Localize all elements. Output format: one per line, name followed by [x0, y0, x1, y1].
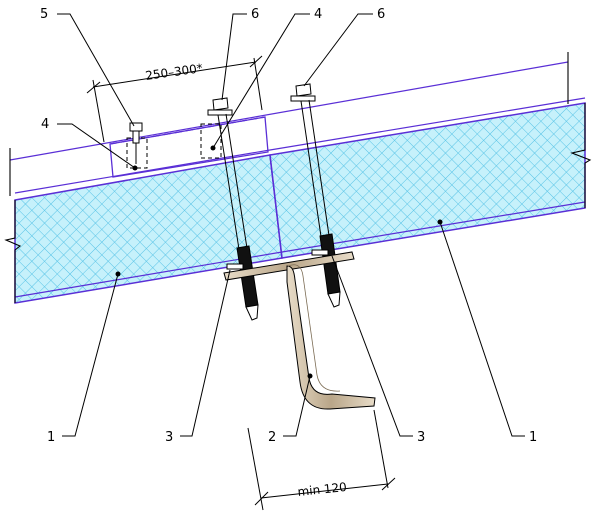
sealing-strips — [226, 249, 329, 270]
callout-6-right: 6 — [377, 7, 385, 22]
callout-3-right: 3 — [417, 430, 425, 445]
callout-6-left: 6 — [251, 7, 259, 22]
leader-lines — [57, 13, 525, 437]
panel-right — [269, 102, 586, 259]
dimension-top-label: 250–300* — [144, 61, 203, 83]
dimension-bottom — [247, 409, 396, 511]
callout-5: 5 — [40, 7, 48, 22]
dimension-top — [86, 55, 263, 143]
callout-4-top: 4 — [314, 7, 322, 22]
callout-3-left: 3 — [165, 430, 173, 445]
callout-4-left: 4 — [41, 117, 49, 132]
callout-2: 2 — [268, 430, 276, 445]
steel-purlin — [223, 251, 376, 410]
rivet-screw — [129, 122, 143, 164]
panel-skins — [9, 61, 586, 298]
callout-1-left: 1 — [47, 430, 55, 445]
dimension-bottom-label: min 120 — [297, 480, 348, 499]
break-lines — [4, 52, 592, 303]
callout-1-right: 1 — [529, 430, 537, 445]
leader-dots — [115, 145, 443, 379]
